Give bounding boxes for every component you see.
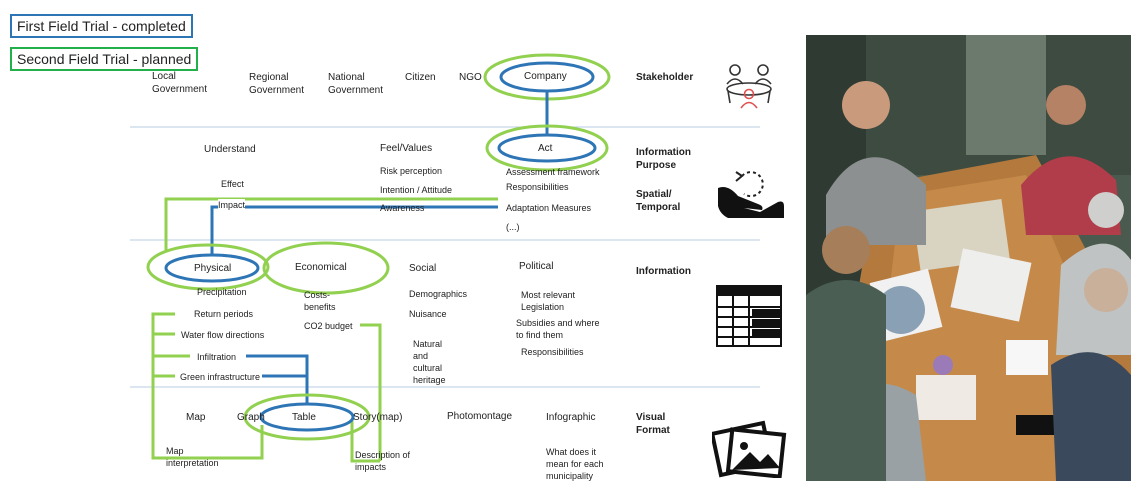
info-political: Political	[519, 261, 554, 272]
stakeholder-regional: Regional Government	[249, 72, 305, 96]
info-economical: Economical	[295, 262, 347, 273]
row-header-information: Information	[636, 266, 691, 277]
row-header-purpose: Information Purpose	[636, 147, 691, 171]
green-bracket-physical-map	[151, 312, 264, 460]
physical-blue-ellipse	[164, 253, 260, 283]
meeting-photo	[806, 35, 1131, 481]
stakeholder-national: National Government	[328, 72, 384, 96]
blue-link-act-physical	[210, 205, 498, 256]
feel-risk: Risk perception	[380, 166, 443, 176]
purpose-feel: Feel/Values	[380, 143, 433, 154]
political-subsidies: Subsidies and where to find them	[516, 318, 600, 340]
feel-intention: Intention / Attitude	[380, 185, 453, 195]
green-bracket-co2-story	[360, 323, 382, 461]
physical-green-ellipse	[146, 243, 270, 291]
purpose-understand: Understand	[204, 144, 256, 155]
info-social: Social	[409, 263, 437, 274]
stakeholder-people-icon	[722, 58, 780, 110]
act-green-ellipse	[485, 124, 609, 172]
table-blue-ellipse	[259, 402, 355, 432]
stakeholder-local: Local Government	[152, 71, 208, 95]
visual-story: Story(map)	[353, 412, 403, 423]
map-interpretation: Map interpretation	[166, 446, 219, 468]
social-demographics: Demographics	[409, 289, 468, 299]
purpose-act: Act	[538, 143, 553, 154]
physical-green-infra: Green infrastructure	[180, 372, 261, 382]
visual-graph: Graph	[237, 412, 265, 423]
act-ellipsis: (...)	[506, 222, 520, 232]
row-header-stakeholder: Stakeholder	[636, 72, 694, 83]
act-blue-ellipse	[497, 133, 597, 163]
economical-costs: Costs-benefits	[304, 290, 336, 312]
economical-co2: CO2 budget	[304, 321, 353, 331]
physical-return-periods: Return periods	[194, 309, 254, 319]
pictures-icon	[709, 418, 788, 479]
physical-water-flow: Water flow directions	[181, 330, 265, 340]
table-green-ellipse	[243, 393, 371, 441]
info-physical: Physical	[194, 263, 232, 274]
purpose-effect: Effect	[221, 179, 244, 189]
political-legislation: Most relevant Legislation	[521, 290, 576, 312]
social-nuisance: Nuisance	[409, 309, 447, 319]
visual-photomontage: Photomontage	[447, 411, 513, 422]
stakeholder-company: Company	[524, 71, 567, 82]
social-heritage: Natural and cultural heritage	[413, 339, 446, 385]
feel-awareness: Awareness	[380, 203, 425, 213]
physical-precipitation: Precipitation	[197, 287, 247, 297]
row-header-spatial: Spatial/ Temporal	[636, 189, 681, 213]
stakeholder-ngo: NGO	[459, 72, 482, 83]
infographic-description: What does it mean for each municipality	[546, 447, 604, 481]
physical-infiltration: Infiltration	[197, 352, 237, 362]
political-responsibilities: Responsibilities	[521, 347, 584, 357]
visual-infographic: Infographic	[546, 412, 596, 423]
visual-map: Map	[186, 412, 206, 423]
act-responsibilities: Responsibilities	[506, 182, 569, 192]
hand-cycle-icon	[714, 162, 786, 222]
legend-planned: Second Field Trial - planned	[10, 47, 199, 71]
story-description: Description of impacts	[355, 450, 411, 472]
row-header-visual: Visual Format	[636, 412, 670, 436]
legend-completed: First Field Trial - completed	[10, 14, 193, 38]
purpose-impact: Impact	[218, 199, 246, 211]
diagram-connections	[130, 53, 760, 463]
visual-table: Table	[292, 412, 316, 423]
blue-link-infiltration-table	[246, 354, 309, 405]
table-grid-icon	[716, 285, 784, 349]
act-assessment: Assessment framework	[506, 167, 600, 177]
economical-green-ellipse	[262, 241, 390, 295]
act-adaptation: Adaptation Measures	[506, 203, 592, 213]
stakeholder-citizen: Citizen	[405, 72, 436, 83]
green-link-act-physical	[164, 197, 498, 252]
